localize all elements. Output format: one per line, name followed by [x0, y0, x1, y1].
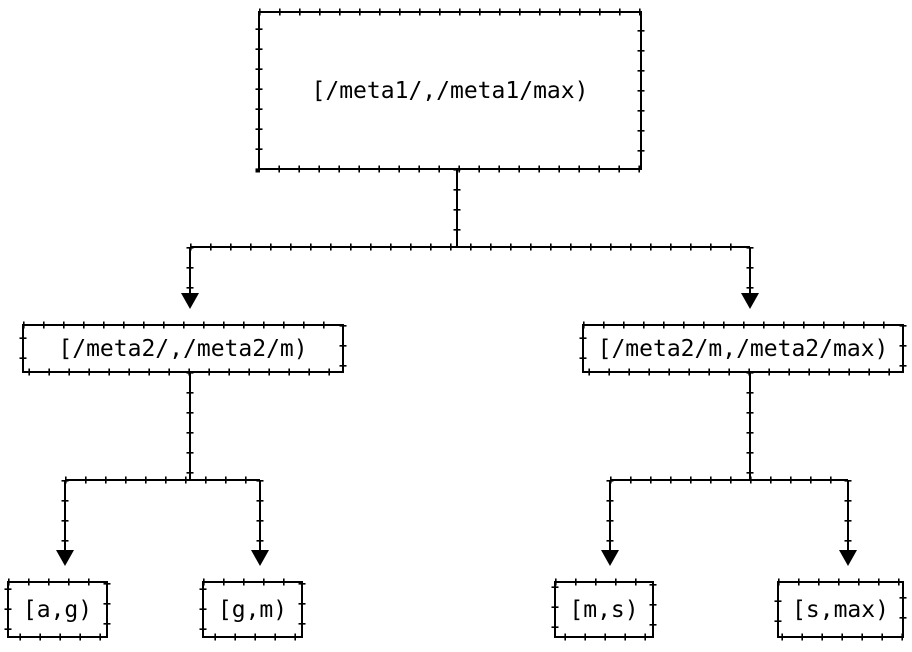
tree-node-leaf-gm: [g,m) — [217, 596, 288, 623]
tree-node-meta2-low: [/meta2/,/meta2/m) — [58, 335, 308, 362]
node-borders — [7, 11, 904, 638]
arrow-down-icon — [181, 293, 199, 309]
tree-node-leaf-smax: [s,max) — [792, 596, 889, 623]
arrow-down-icon — [601, 550, 619, 566]
tree-node-leaf-ms: [m,s) — [569, 596, 639, 623]
tree-node-leaf-ag: [a,g) — [22, 596, 93, 623]
arrow-down-icon — [251, 550, 269, 566]
arrow-down-icon — [839, 550, 857, 566]
arrow-down-icon — [741, 293, 759, 309]
arrow-down-icon — [56, 550, 74, 566]
tree-node-root: [/meta1/,/meta1/max) — [311, 77, 589, 104]
tree-node-meta2-high: [/meta2/m,/meta2/max) — [597, 335, 889, 362]
connector-lines — [64, 169, 849, 550]
